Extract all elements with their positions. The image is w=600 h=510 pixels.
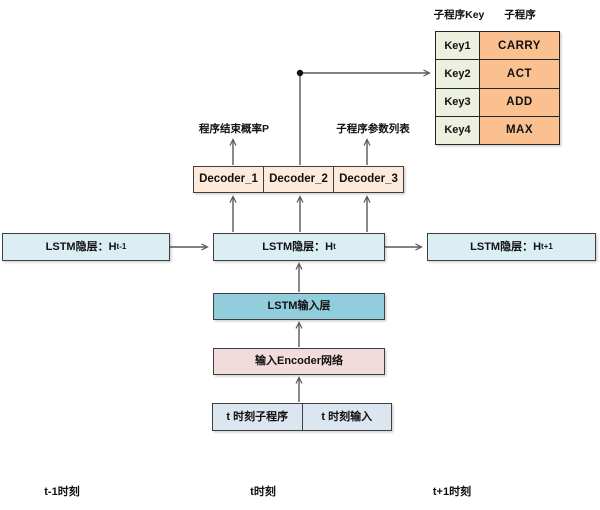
table-header-value: 子程序 [504,9,536,21]
time-t-subprogram-box: t 时刻子程序 [226,410,289,423]
timeline-next-label: t+1时刻 [432,486,472,498]
table-row: Key2 ACT [436,59,559,88]
junction-dot [296,69,304,77]
lstm-hidden-curr-label: LSTM隐层：H [262,240,334,253]
timeline-curr-label: t时刻 [250,486,276,498]
table-cell-value: MAX [480,116,559,144]
time-t-input-pair: t 时刻子程序 t 时刻输入 [212,403,392,431]
table-row: Key4 MAX [436,115,559,144]
decoder-1-box: Decoder_1 [199,172,258,185]
table-cell-value: ADD [480,88,559,116]
table-header-key: 子程序Key [433,9,485,21]
end-probability-label: 程序结束概率P [198,123,269,135]
time-t-input-box: t 时刻输入 [301,404,392,430]
lstm-hidden-curr-subscript: t [333,242,336,251]
lstm-hidden-prev-subscript: t-1 [116,242,127,251]
table-row: Key1 CARRY [436,32,559,60]
decoder-2-box: Decoder_2 [263,167,333,192]
decoder-3-box: Decoder_3 [333,167,403,192]
lstm-input-layer-box: LSTM输入层 [213,293,385,320]
lstm-hidden-prev-label: LSTM隐层：H [45,240,117,253]
table-cell-key: Key2 [436,60,480,88]
table-cell-value: CARRY [480,32,559,60]
table-cell-key: Key1 [436,32,480,60]
decoder-row: Decoder_1 Decoder_2 Decoder_3 [193,166,404,193]
input-encoder-box: 输入Encoder网络 [213,348,385,375]
param-list-label: 子程序参数列表 [336,123,410,135]
table-cell-value: ACT [480,60,559,88]
subprogram-key-table: Key1 CARRY Key2 ACT Key3 ADD Key4 MAX [435,31,560,145]
lstm-hidden-next-label: LSTM隐层：H [470,240,542,253]
table-cell-key: Key3 [436,88,480,116]
table-cell-key: Key4 [436,116,480,144]
table-row: Key3 ADD [436,87,559,116]
timeline-prev-label: t-1时刻 [44,486,80,498]
lstm-hidden-next-subscript: t+1 [541,242,553,251]
